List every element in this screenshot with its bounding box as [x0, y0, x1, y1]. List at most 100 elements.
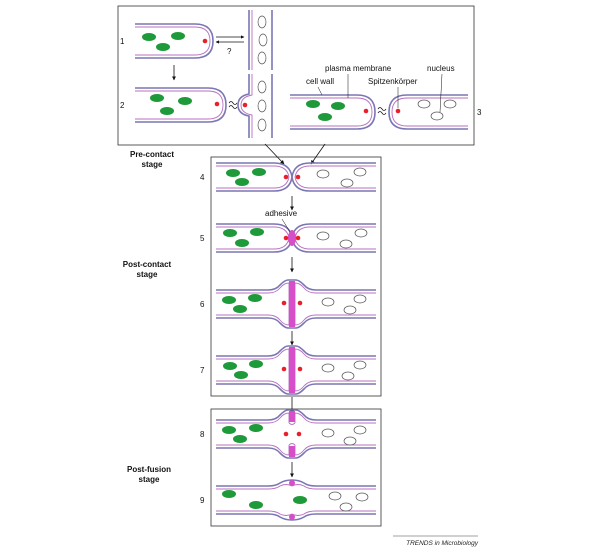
nucleus-white: [257, 118, 267, 132]
spitzenkorper-dot: [297, 300, 303, 306]
plasma-membrane: [290, 97, 373, 127]
label-spitzenkorper: Spitzenkörper: [368, 77, 418, 86]
journal-credit: TRENDS in Microbiology: [406, 540, 479, 547]
nucleus-white: [354, 228, 368, 238]
nucleus-white: [257, 15, 267, 29]
adhesive-patch: [288, 230, 296, 246]
step-number-9: 9: [200, 496, 205, 505]
nucleus-white: [316, 231, 330, 241]
step-3-group: cell wall plasma membrane Spitzenkörper …: [290, 64, 468, 130]
hypha-wall: [216, 279, 376, 291]
stage-label-pre-contact-2: stage: [142, 160, 163, 169]
nucleus-green: [235, 178, 249, 186]
step-number-1: 1: [120, 37, 125, 46]
nucleus-white: [339, 239, 353, 249]
nucleus-green: [248, 294, 262, 302]
hypha-wall: [216, 345, 376, 357]
nucleus-green: [249, 360, 263, 368]
nucleus-white: [257, 51, 267, 65]
stage-label-post-contact-2: stage: [137, 270, 158, 279]
spitzenkorper-dot: [295, 174, 301, 180]
nucleus-white: [343, 436, 357, 446]
nucleus-white: [353, 294, 367, 304]
signal-squiggle: [377, 111, 387, 115]
spitzenkorper-dot: [242, 102, 248, 108]
leader-line: [281, 218, 291, 233]
nucleus-white: [316, 169, 330, 179]
leader-line: [439, 73, 443, 113]
nucleus-green: [233, 305, 247, 313]
nucleus-white: [443, 99, 457, 109]
nucleus-green: [252, 168, 266, 176]
step-number-3: 3: [477, 108, 482, 117]
step-9-group: [216, 479, 376, 521]
plasma-membrane: [391, 97, 468, 127]
label-cell-wall: cell wall: [306, 77, 334, 86]
hypha-wall: [216, 383, 376, 395]
adhesive-remnant: [289, 446, 295, 457]
signal-squiggle: [377, 107, 387, 111]
step-number-2: 2: [120, 101, 125, 110]
hypha-wall: [216, 223, 376, 239]
process-arrow: [264, 143, 285, 165]
plasma-membrane: [216, 412, 290, 456]
plasma-membrane: [294, 412, 376, 456]
nucleus-white: [321, 428, 335, 438]
hypha-wall: [290, 94, 376, 130]
nucleus-green: [331, 102, 345, 110]
spitzenkorper-dot: [283, 174, 289, 180]
nucleus-green: [318, 113, 332, 121]
stage-label-pre-contact: Pre-contact: [130, 150, 174, 159]
nucleus-white: [328, 491, 342, 501]
nucleus-green: [150, 94, 164, 102]
step-8-group: [216, 409, 376, 459]
spitzenkorper-dot: [363, 108, 369, 114]
adhesive-septum: [289, 347, 295, 393]
nucleus-white: [257, 80, 267, 94]
nucleus-green: [306, 100, 320, 108]
nucleus-white: [430, 111, 444, 121]
spitzenkorper-dot: [283, 235, 289, 241]
nucleus-green: [250, 228, 264, 236]
nucleus-green: [223, 362, 237, 370]
step-number-8: 8: [200, 430, 205, 439]
nucleus-green: [233, 435, 247, 443]
hypha-wall: [216, 317, 376, 329]
nucleus-white: [321, 363, 335, 373]
spitzenkorper-dot: [281, 366, 287, 372]
hypha-wall: [135, 87, 227, 123]
nucleus-green: [222, 296, 236, 304]
adhesive-remnant: [289, 514, 295, 520]
step-4-group: [216, 162, 376, 192]
signal-squiggle: [228, 101, 238, 105]
nucleus-white: [257, 99, 267, 113]
plasma-membrane: [240, 74, 253, 138]
plasma-membrane: [135, 26, 211, 56]
nucleus-green: [226, 169, 240, 177]
step-1-group: ?: [135, 10, 273, 70]
nucleus-green: [234, 371, 248, 379]
nucleus-green: [222, 426, 236, 434]
question-mark: ?: [227, 47, 232, 56]
adhesive-remnant: [289, 411, 295, 422]
step-number-5: 5: [200, 234, 205, 243]
plasma-membrane: [216, 165, 290, 189]
signal-squiggle: [228, 105, 238, 109]
spitzenkorper-dot: [296, 431, 302, 437]
nucleus-green: [293, 496, 307, 504]
spitzenkorper-dot: [297, 366, 303, 372]
step-number-7: 7: [200, 366, 205, 375]
panel-box-steps-1-3: [117, 5, 475, 146]
nucleus-white: [353, 425, 367, 435]
panel-box-steps-8-9: [210, 408, 382, 527]
adhesive-remnant: [289, 480, 295, 486]
nucleus-green: [178, 97, 192, 105]
nucleus-white: [340, 178, 354, 188]
nucleus-green: [235, 239, 249, 247]
nucleus-white: [341, 371, 355, 381]
hypha-wall: [237, 74, 250, 138]
step-number-4: 4: [200, 173, 205, 182]
nucleus-green: [156, 43, 170, 51]
spitzenkorper-dot: [283, 431, 289, 437]
